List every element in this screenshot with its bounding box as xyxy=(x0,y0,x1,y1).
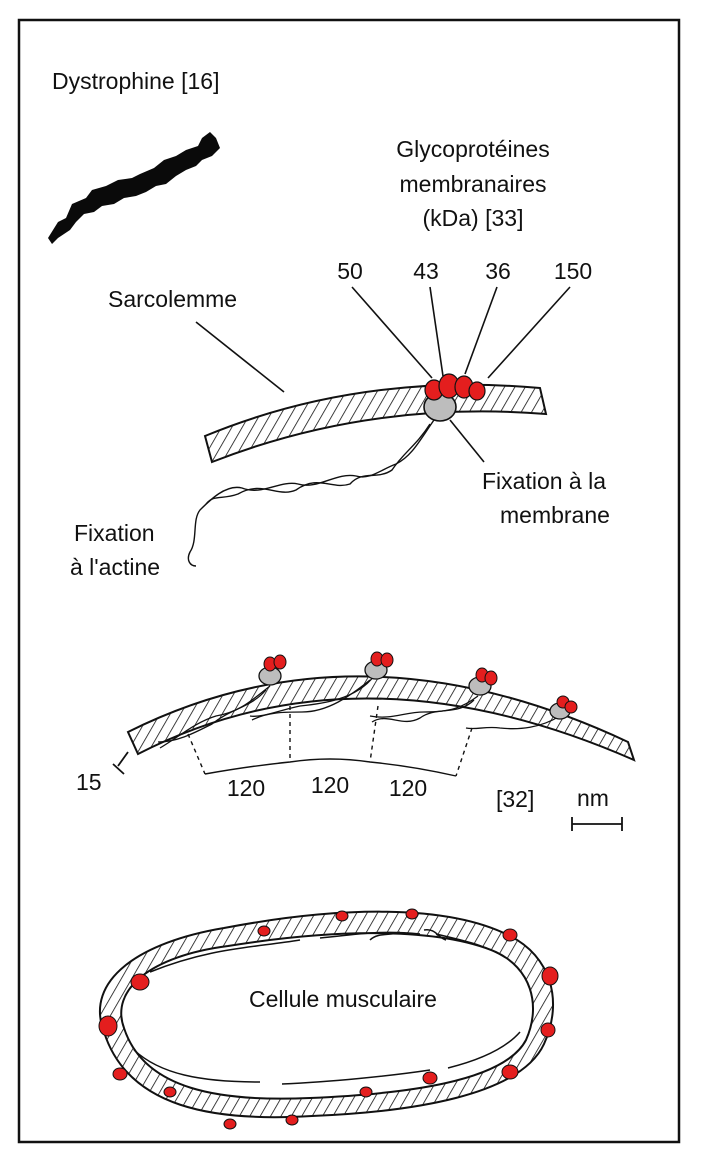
reference-label: [32] xyxy=(496,786,534,812)
spacing-label-2: 120 xyxy=(311,772,349,798)
glyco-title-line1: Glycoprotéines xyxy=(396,136,549,162)
dystrophin-chains xyxy=(157,675,561,749)
cell-label: Cellule musculaire xyxy=(249,986,437,1012)
cell-membrane xyxy=(98,910,554,1119)
scale-bar xyxy=(571,817,623,831)
glycoprotein-complex xyxy=(424,373,486,401)
anchor-units xyxy=(258,660,571,720)
glyco-title-line3: (kDa) [33] xyxy=(423,205,524,231)
actin-fix-label-line2: à l'actine xyxy=(70,554,160,580)
spacing-dimensions xyxy=(187,705,473,777)
thickness-label: 15 xyxy=(76,769,102,795)
membrane-fix-leader xyxy=(449,419,485,463)
membrane-fix-label-line1: Fixation à la xyxy=(482,468,606,494)
muscle-cell: Cellule musculaire xyxy=(98,908,559,1130)
kda-label-150: 150 xyxy=(554,258,592,284)
dystrophin-title: Dystrophine [16] xyxy=(52,68,219,94)
actin-fix-label-line1: Fixation xyxy=(74,520,155,546)
membrane-fix-label-line2: membrane xyxy=(500,502,610,528)
figure-frame xyxy=(17,18,681,1144)
inner-filaments xyxy=(133,929,521,1085)
sarcolemma-label: Sarcolemme xyxy=(108,286,237,312)
spacing-label-3: 120 xyxy=(389,775,427,801)
glycoprotein-units xyxy=(263,651,578,714)
kda-label-43: 43 xyxy=(413,258,439,284)
thickness-marker xyxy=(112,751,129,775)
kda-label-36: 36 xyxy=(485,258,511,284)
unit-label: nm xyxy=(577,785,609,811)
glyco-title-line2: membranaires xyxy=(400,171,547,197)
dystrophin-coil xyxy=(187,419,435,567)
kda-label-50: 50 xyxy=(337,258,363,284)
kda-leader-lines xyxy=(351,286,571,379)
dystrophin-molecule xyxy=(48,132,220,244)
glycoprotein-spots xyxy=(98,908,559,1130)
sarcolemma-leader xyxy=(195,321,285,393)
sarcolemma-membrane xyxy=(203,383,548,464)
spacing-label-1: 120 xyxy=(227,775,265,801)
